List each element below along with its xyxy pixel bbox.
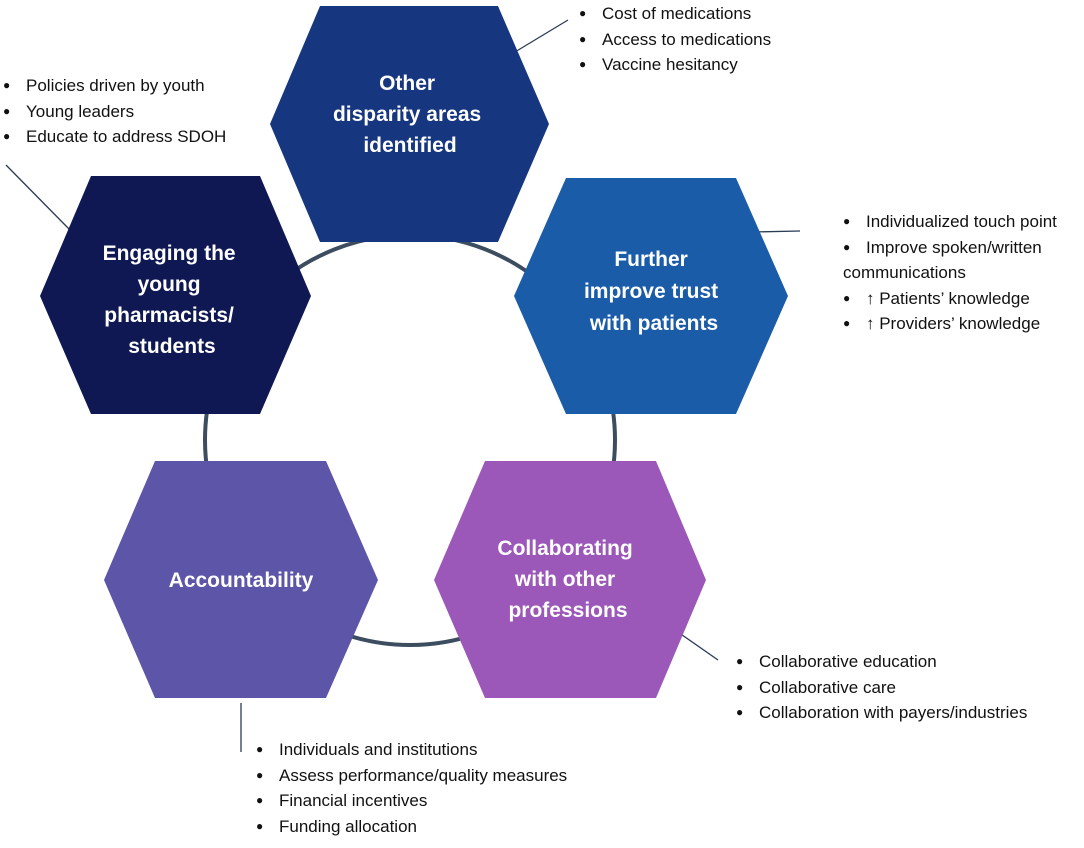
bullet-item: Improve spoken/written	[843, 235, 1057, 261]
hex-collaborating-line: with other	[514, 568, 615, 591]
connector-engaging	[5, 164, 71, 231]
bullet-item: Policies driven by youth	[3, 73, 226, 99]
hex-trust-line: Further	[614, 248, 688, 271]
hex-engaging-line: pharmacists/	[104, 304, 234, 327]
hex-engaging-shape	[40, 176, 311, 414]
hex-collaborating-line: Collaborating	[497, 537, 632, 560]
bullet-item: Access to medications	[579, 27, 771, 53]
bullet-item: Collaboration with payers/industries	[736, 700, 1027, 726]
hex-disparity-label: Other disparity areas identified	[333, 72, 487, 157]
hex-engaging-line: students	[128, 335, 216, 358]
hex-disparity-line: disparity areas	[333, 103, 481, 126]
bullets-collaborating: Collaborative education Collaborative ca…	[736, 649, 1027, 726]
hex-engaging-label: Engaging the young pharmacists/ students	[103, 242, 242, 358]
hex-trust: Further improve trust with patients	[514, 178, 788, 414]
bullets-engaging: Policies driven by youth Young leaders E…	[3, 73, 226, 150]
hex-accountability: Accountability	[104, 461, 378, 698]
bullet-item: ↑ Providers’ knowledge	[843, 311, 1057, 337]
connector-trust	[751, 230, 801, 233]
bullet-item: Educate to address SDOH	[3, 124, 226, 150]
hex-engaging: Engaging the young pharmacists/ students	[40, 176, 311, 414]
hex-collaborating-shape	[434, 461, 706, 698]
bullet-item-continuation: communications	[843, 263, 966, 282]
hex-disparity-line: Other	[379, 72, 435, 95]
hex-trust-shape	[514, 178, 788, 414]
bullet-item: Vaccine hesitancy	[579, 52, 771, 78]
bullet-item: Young leaders	[3, 99, 226, 125]
bullet-item: Financial incentives	[256, 788, 567, 814]
bullets-accountability: Individuals and institutions Assess perf…	[256, 737, 567, 839]
hex-engaging-line: young	[138, 273, 201, 296]
hex-trust-line: with patients	[589, 312, 718, 335]
bullet-item: Individuals and institutions	[256, 737, 567, 763]
hex-collaborating: Collaborating with other professions	[434, 461, 706, 698]
hex-accountability-line: Accountability	[169, 569, 314, 592]
bullet-item: ↑ Patients’ knowledge	[843, 286, 1057, 312]
hex-trust-label: Further improve trust with patients	[584, 248, 724, 335]
bullet-item: Individualized touch point	[843, 209, 1057, 235]
hex-disparity-line: identified	[363, 134, 456, 157]
bullet-item: Funding allocation	[256, 814, 567, 840]
bullet-item: Cost of medications	[579, 1, 771, 27]
hex-accountability-label: Accountability	[169, 569, 314, 592]
bullet-item: Assess performance/quality measures	[256, 763, 567, 789]
hex-collaborating-label: Collaborating with other professions	[497, 537, 638, 622]
hex-trust-line: improve trust	[584, 280, 718, 303]
connector-disparity	[509, 19, 569, 56]
bullet-item: Collaborative care	[736, 675, 1027, 701]
bullet-item: Collaborative education	[736, 649, 1027, 675]
hex-disparity-shape	[270, 6, 549, 242]
bullets-disparity: Cost of medications Access to medication…	[579, 1, 771, 78]
hex-accountability-shape	[104, 461, 378, 698]
hex-engaging-line: Engaging the	[103, 242, 236, 265]
hex-collaborating-line: professions	[508, 599, 627, 622]
hex-disparity: Other disparity areas identified	[270, 6, 549, 242]
bullets-trust: Individualized touch point Improve spoke…	[843, 209, 1057, 337]
